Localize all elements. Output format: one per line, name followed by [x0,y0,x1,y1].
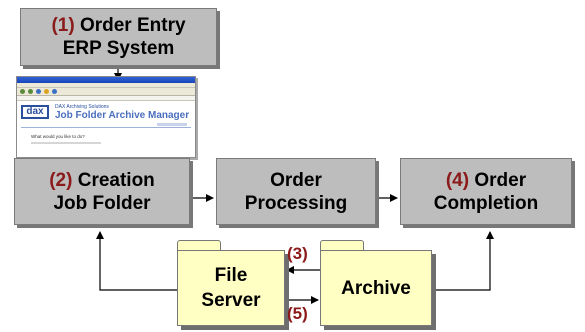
creation-label-1: Creation [77,169,155,191]
address-bar [17,96,195,101]
step-1-number: (1) [51,15,75,36]
folder-body: Archive [320,250,432,326]
completion-label-1: Order [474,169,527,191]
favorites-icon [44,89,49,94]
file-server-label-1: File [214,265,248,286]
home-icon [36,89,41,94]
erp-title-line1: (1) Order Entry [51,14,185,37]
arrow-archive-to-completion [434,231,494,291]
header-rule [21,127,191,128]
archive-folder: Archive [320,240,432,326]
creation-job-folder-box: (2) Creation Job Folder [14,158,190,225]
erp-label-1: Order Entry [79,15,186,36]
archive-label: Archive [341,277,411,299]
folder-tab [177,240,221,252]
file-server-label-2: Server [201,290,261,311]
completion-label-2: Completion [433,192,539,214]
folder-body: File Server [177,250,285,326]
step-2-number: (2) [49,169,73,191]
app-title: Job Folder Archive Manager [55,110,190,121]
erp-label-2: ERP System [62,38,175,59]
screenshot-content: dax DAX Archiving Solutions Job Folder A… [17,101,195,157]
dax-logo: dax [21,105,49,119]
option-line [31,142,101,144]
arrow-fileserver-to-creation [96,231,178,291]
step-5-label: (5) [287,304,308,323]
folder-tab [320,240,364,252]
window-menubar [17,83,195,88]
order-completion-box: (4) Order Completion [400,158,572,225]
forward-icon [28,89,33,94]
creation-label-2: Job Folder [53,192,151,214]
completion-title-line1: (4) Order [446,169,526,192]
back-icon [20,89,25,94]
header-links [157,123,187,126]
prompt-text: What would you like to do? [31,134,85,139]
refresh-icon [52,89,57,94]
window-toolbar [17,88,195,96]
company-name: DAX Archiving Solutions [55,104,109,110]
file-server-folder: File Server [177,240,285,326]
order-entry-erp-box: (1) Order Entry ERP System [20,8,217,66]
creation-title-line1: (2) Creation [49,169,155,192]
order-processing-box: Order Processing [216,158,376,225]
step-4-number: (4) [445,169,470,191]
job-folder-archive-manager-screenshot: dax DAX Archiving Solutions Job Folder A… [16,76,196,158]
processing-label-1: Order [270,169,322,191]
processing-label-2: Processing [244,192,348,214]
window-titlebar [17,77,195,83]
step-3-label: (3) [287,244,308,263]
